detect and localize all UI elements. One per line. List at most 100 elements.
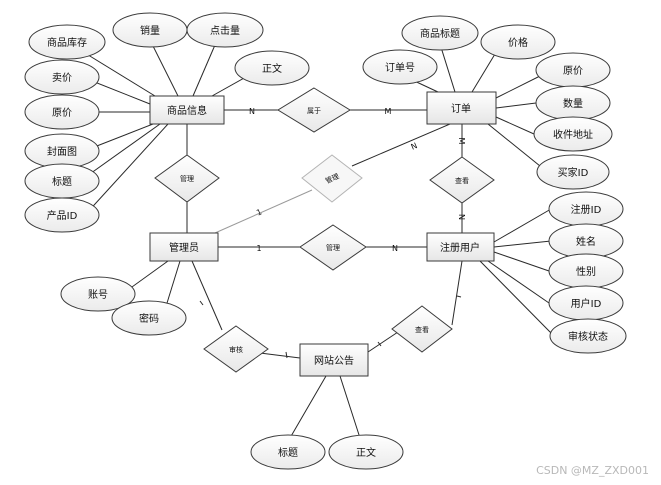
svg-text:原价: 原价 xyxy=(563,65,583,77)
attribute-admin-account: 账号 xyxy=(60,276,136,312)
attribute-user-name: 姓名 xyxy=(548,223,624,259)
svg-text:封面图: 封面图 xyxy=(47,145,77,158)
attribute-product-clicks: 点击量 xyxy=(186,12,264,48)
line-user-gender xyxy=(493,251,550,272)
svg-text:买家ID: 买家ID xyxy=(558,166,589,179)
line-user-viewnotice xyxy=(451,260,463,326)
line-order-origprice xyxy=(495,75,541,99)
attribute-notice-content: 正文 xyxy=(328,434,404,470)
card-belongs-product: N xyxy=(249,107,255,116)
svg-text:用户ID: 用户ID xyxy=(571,297,602,310)
relationship-review-label: 审核 xyxy=(229,345,243,354)
line-order-address xyxy=(495,116,535,135)
entity-product: 商品信息 xyxy=(149,95,225,125)
tick-viewnotice-notice xyxy=(377,341,382,347)
svg-text:注册ID: 注册ID xyxy=(571,203,602,216)
card-view-order-user: N xyxy=(457,214,466,220)
svg-text:商品库存: 商品库存 xyxy=(47,36,87,49)
relationship-view-notice: 查看 xyxy=(391,305,453,353)
cardinality-labels: N M 1 N M N 1 N xyxy=(199,107,466,359)
card-admin-order-order: N xyxy=(410,141,419,152)
line-order-qty xyxy=(495,102,537,109)
entity-admin: 管理员 xyxy=(149,232,219,262)
attribute-order-qty: 数量 xyxy=(535,85,611,121)
svg-text:标题: 标题 xyxy=(278,447,298,459)
svg-text:卖价: 卖价 xyxy=(52,72,72,84)
svg-text:密码: 密码 xyxy=(139,312,159,325)
svg-text:产品ID: 产品ID xyxy=(47,209,78,222)
attribute-user-gender: 性别 xyxy=(548,253,624,289)
line-order-price xyxy=(471,53,496,93)
attribute-product-origprice: 原价 xyxy=(24,94,100,130)
relationship-belongs-label: 属于 xyxy=(307,107,321,115)
svg-text:性别: 性别 xyxy=(576,265,596,278)
entity-user: 注册用户 xyxy=(426,232,495,262)
svg-text:商品标题: 商品标题 xyxy=(420,27,460,40)
card-admin-order-admin: 1 xyxy=(255,207,263,217)
card-view-order-order: M xyxy=(457,138,466,145)
svg-text:数量: 数量 xyxy=(563,97,583,110)
svg-text:原价: 原价 xyxy=(52,107,72,119)
relationship-view-order: 查看 xyxy=(429,156,495,204)
svg-text:账号: 账号 xyxy=(88,289,108,301)
relationship-manage-product-label: 管理 xyxy=(180,174,194,183)
relationship-view-order-label: 查看 xyxy=(455,176,469,185)
attribute-user-regid: 注册ID xyxy=(548,191,624,227)
attribute-user-status: 审核状态 xyxy=(549,318,627,354)
card-manage-user-user: N xyxy=(392,244,398,253)
attribute-order-prodtitle: 商品标题 xyxy=(401,15,479,51)
attribute-product-content: 正文 xyxy=(234,50,310,86)
attribute-product-title: 标题 xyxy=(24,163,100,199)
line-order-prodtitle xyxy=(439,43,456,93)
entity-user-label: 注册用户 xyxy=(440,241,480,254)
line-admin-review xyxy=(191,260,223,331)
attribute-order-price: 价格 xyxy=(480,24,556,60)
relationship-view-notice-label: 查看 xyxy=(415,325,429,334)
entity-order-label: 订单 xyxy=(451,103,471,115)
svg-text:审核状态: 审核状态 xyxy=(568,330,608,343)
attribute-product-sellprice: 卖价 xyxy=(24,59,100,95)
line-review-notice xyxy=(259,352,301,359)
attribute-order-origprice: 原价 xyxy=(535,52,611,88)
tick-review-notice xyxy=(285,351,288,359)
attribute-product-sales: 销量 xyxy=(112,12,188,48)
attribute-product-stock: 商品库存 xyxy=(28,24,106,60)
entity-notice-label: 网站公告 xyxy=(314,354,354,367)
line-user-userid xyxy=(487,260,550,304)
line-manageorder-order xyxy=(351,123,451,167)
svg-text:正文: 正文 xyxy=(262,62,282,75)
line-user-status xyxy=(479,260,554,336)
line-admin-manageorder xyxy=(214,189,313,234)
line-product-id xyxy=(84,123,169,216)
relationship-belongs: 属于 xyxy=(277,87,351,133)
attribute-product-cover: 封面图 xyxy=(24,133,100,169)
watermark: CSDN @MZ_ZXD001 xyxy=(536,464,649,477)
attribute-order-address: 收件地址 xyxy=(533,116,613,152)
line-user-name xyxy=(493,240,552,248)
line-order-buyer xyxy=(487,123,541,167)
entity-product-label: 商品信息 xyxy=(167,104,207,117)
line-notice-title xyxy=(289,375,327,439)
line-product-sales xyxy=(149,39,179,97)
tick-user-viewnotice xyxy=(456,295,462,298)
line-notice-content xyxy=(339,375,361,439)
svg-text:正文: 正文 xyxy=(356,446,376,459)
svg-text:姓名: 姓名 xyxy=(576,235,596,248)
card-belongs-order: M xyxy=(385,107,392,116)
line-viewnotice-notice xyxy=(367,331,399,353)
relationship-manage-user: 管理 xyxy=(299,224,367,271)
attribute-order-orderno: 订单号 xyxy=(362,49,438,85)
svg-text:点击量: 点击量 xyxy=(210,25,240,37)
line-user-regid xyxy=(493,208,552,243)
relationship-review: 审核 xyxy=(203,325,269,373)
attribute-admin-password: 密码 xyxy=(111,300,187,336)
entity-admin-label: 管理员 xyxy=(169,241,199,254)
svg-text:订单号: 订单号 xyxy=(385,62,415,74)
relationship-manage-user-label: 管理 xyxy=(326,243,340,252)
attribute-notice-title: 标题 xyxy=(250,434,326,470)
entity-notice: 网站公告 xyxy=(299,343,369,377)
attribute-product-id: 产品ID xyxy=(24,197,100,233)
svg-text:收件地址: 收件地址 xyxy=(553,128,593,141)
svg-text:标题: 标题 xyxy=(52,176,72,188)
